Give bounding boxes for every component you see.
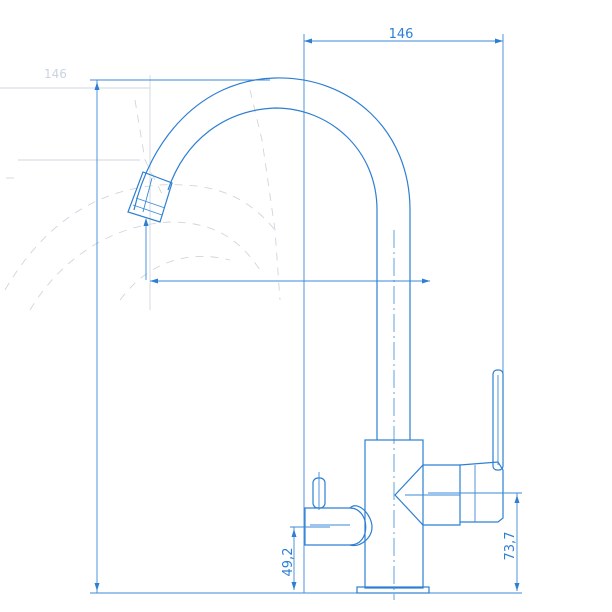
ghost-dimension-label: 146 bbox=[44, 67, 67, 81]
arrow-left-icon bbox=[304, 38, 312, 44]
lever-handle bbox=[492, 369, 504, 471]
dimension-label-width: 146 bbox=[389, 27, 414, 42]
dimension-top-width: 146 bbox=[303, 27, 504, 380]
arrow-nozzle-icon bbox=[143, 218, 149, 226]
arrow-up-icon bbox=[94, 82, 100, 90]
base-plate bbox=[356, 586, 430, 594]
ghost-arc-inner bbox=[29, 221, 261, 311]
arrow-right-icon bbox=[495, 38, 503, 44]
dimension-label-valve-left: 49,2 bbox=[281, 548, 296, 577]
lever-housing bbox=[394, 464, 461, 526]
body-column bbox=[364, 439, 424, 589]
dimension-label-lever-right: 73,7 bbox=[503, 532, 518, 561]
dimension-overall-height bbox=[90, 79, 522, 594]
cartridge bbox=[459, 461, 504, 523]
faucet-body bbox=[127, 77, 504, 600]
ghost-arc-vertical bbox=[249, 89, 281, 301]
spout-inner bbox=[167, 107, 378, 440]
dimension-lever-height-right: 73,7 bbox=[428, 492, 522, 591]
dimension-valve-height-left: 49,2 bbox=[281, 527, 297, 590]
ghost-rotated-spout: 146 bbox=[0, 67, 281, 311]
arrow-lever-down-icon bbox=[514, 583, 520, 591]
arrow-valve-left-up-icon bbox=[291, 529, 297, 537]
ghost-arc-outer bbox=[4, 184, 276, 291]
arrow-valve-left-down-icon bbox=[291, 582, 297, 590]
arrow-reach-left-icon bbox=[150, 278, 158, 284]
filter-valve-left bbox=[290, 472, 373, 547]
arrow-lever-up-icon bbox=[514, 495, 520, 503]
ghost-arc-nozzle bbox=[119, 255, 231, 301]
arrow-down-icon bbox=[94, 583, 100, 591]
ghost-arc-top bbox=[134, 99, 166, 201]
arrow-reach-right-icon bbox=[422, 278, 430, 284]
spout-outer bbox=[133, 77, 411, 440]
spout-nozzle bbox=[127, 171, 173, 223]
dimension-spout-reach bbox=[143, 218, 430, 284]
